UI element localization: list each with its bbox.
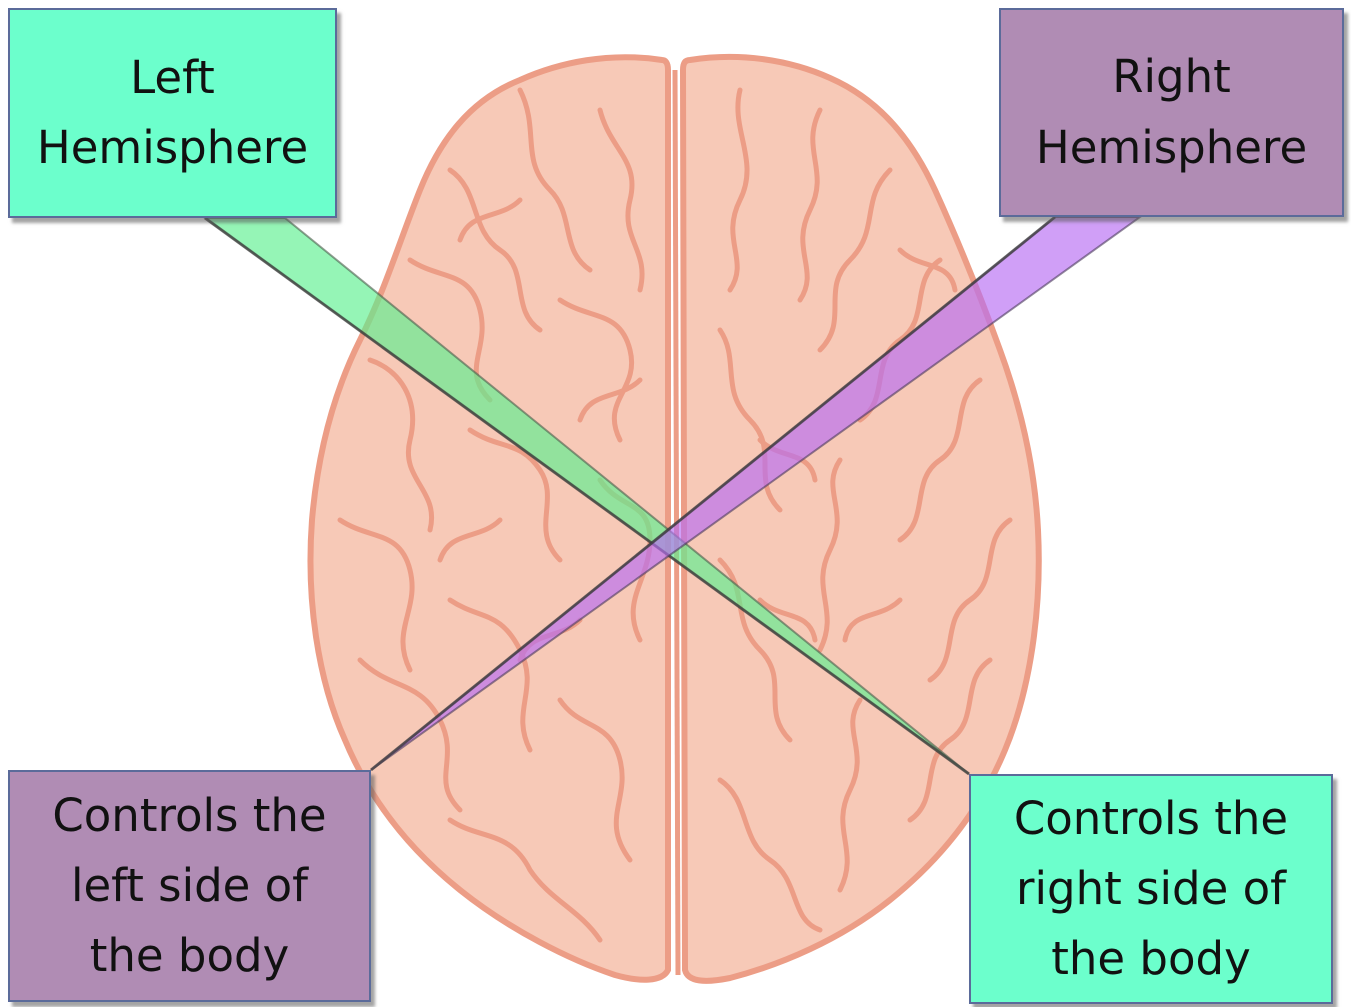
left-hemisphere-label: Left Hemisphere [37,43,308,183]
right-hemisphere-box: Right Hemisphere [999,8,1344,217]
right-hemisphere-label: Right Hemisphere [1036,42,1307,182]
right-body-box: Controls the right side of the body [969,774,1333,1004]
left-body-label: Controls the left side of the body [52,781,326,992]
brain-icon [310,57,1038,981]
left-hemisphere-box: Left Hemisphere [8,8,337,218]
left-body-box: Controls the left side of the body [8,770,371,1002]
right-body-label: Controls the right side of the body [1014,784,1288,995]
